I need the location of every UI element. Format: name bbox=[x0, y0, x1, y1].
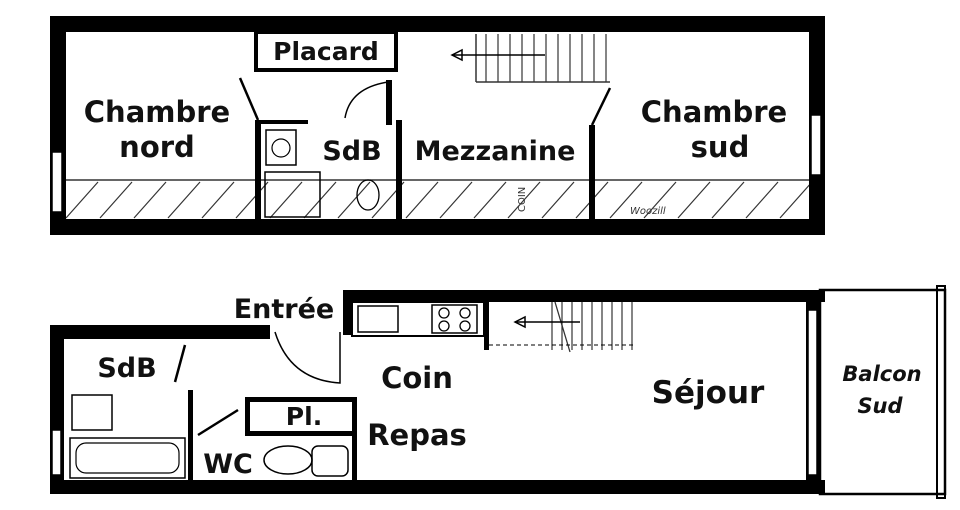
hatch-line bbox=[65, 181, 99, 219]
partition-sdb-wc bbox=[188, 390, 193, 482]
balcon-label-1: Balcon bbox=[842, 362, 921, 386]
partition-sdb-top bbox=[258, 120, 308, 124]
balcony-railing bbox=[936, 285, 946, 499]
hob-burner-icon-2 bbox=[459, 307, 471, 319]
placard-box bbox=[254, 30, 398, 72]
hatch-line bbox=[99, 181, 133, 219]
hob-burner-icon-4 bbox=[459, 320, 471, 332]
hatch-line bbox=[439, 181, 473, 219]
wc-label: WC bbox=[203, 449, 253, 480]
washbasin-lower-icon bbox=[71, 394, 113, 431]
door-chambre-nord bbox=[238, 77, 260, 121]
placard-wall-top bbox=[245, 397, 357, 402]
washbasin-icon bbox=[265, 129, 297, 166]
hatch-line bbox=[201, 181, 235, 219]
window-chambre-nord bbox=[51, 151, 63, 213]
hatch-line bbox=[779, 181, 813, 219]
placard-wall-bottom bbox=[245, 431, 357, 436]
sejour-label: Séjour bbox=[652, 375, 765, 411]
hatch-note-coin: COIN bbox=[517, 187, 528, 212]
entry-door-arc bbox=[274, 331, 341, 384]
toilet-icon-upper bbox=[356, 179, 380, 211]
hatch-line bbox=[711, 181, 745, 219]
window-chambre-sud bbox=[810, 114, 822, 176]
hatch-line bbox=[507, 181, 541, 219]
sink-icon bbox=[357, 305, 399, 333]
chambre-sud-label-1: Chambre bbox=[641, 95, 787, 129]
chambre-sud-label-2: sud bbox=[691, 130, 750, 164]
hatch-line bbox=[133, 181, 167, 219]
hob-burner-icon-3 bbox=[438, 320, 450, 332]
sloped-ceiling-hatch-upper bbox=[65, 179, 813, 219]
upper-wall-bottom bbox=[50, 219, 825, 235]
door-sdb-arc bbox=[344, 81, 389, 120]
stairs-arrow-head-lower bbox=[513, 315, 526, 329]
toilet-tank-icon bbox=[311, 445, 349, 477]
door-wc bbox=[197, 408, 239, 437]
partition-mezz-right bbox=[589, 125, 595, 220]
balcon-label-2: Sud bbox=[857, 394, 903, 418]
chambre-nord-label-1: Chambre bbox=[84, 95, 230, 129]
door-chambre-sud bbox=[590, 87, 612, 126]
hatch-line bbox=[609, 181, 643, 219]
hatch-line bbox=[167, 181, 201, 219]
lower-wall-bottom bbox=[50, 480, 825, 494]
hatch-line bbox=[405, 181, 439, 219]
stair-stringer bbox=[554, 301, 571, 353]
lower-wall-entry-post bbox=[343, 290, 351, 335]
washbasin-bowl-icon bbox=[271, 138, 291, 158]
hatch-line bbox=[745, 181, 779, 219]
hatch-note-woozill: Woozill bbox=[630, 206, 666, 217]
partition-sdb-right bbox=[396, 120, 402, 220]
hob-icon bbox=[431, 304, 478, 334]
hatch-line bbox=[473, 181, 507, 219]
coin-label: Coin bbox=[381, 361, 453, 395]
partition-sdb-left bbox=[255, 120, 261, 220]
placard-wall-left bbox=[245, 397, 250, 436]
hatch-line bbox=[677, 181, 711, 219]
upper-floor: Placard Chambre nord SdB Mezzanine Chamb… bbox=[50, 16, 825, 235]
kitchen-divider bbox=[484, 302, 489, 350]
bathtub-inner-icon bbox=[75, 442, 180, 474]
window-sejour bbox=[807, 309, 818, 476]
partition-sdb-door-post bbox=[386, 80, 392, 125]
placard-lower-label: Pl. bbox=[286, 402, 322, 431]
entree-label: Entrée bbox=[234, 294, 335, 325]
window-sdb-lower bbox=[51, 429, 62, 476]
placard-label: Placard bbox=[273, 37, 379, 66]
chambre-nord-label-2: nord bbox=[119, 130, 195, 164]
sdb-upper-label: SdB bbox=[322, 136, 381, 167]
lower-wall-top-right bbox=[343, 290, 825, 302]
balcony-outline bbox=[818, 288, 947, 496]
sdb-lower-label: SdB bbox=[97, 353, 156, 384]
door-sdb-lower bbox=[173, 344, 187, 383]
toilet-lower-icon bbox=[263, 445, 313, 475]
staircase-lower bbox=[551, 301, 633, 353]
hatch-line bbox=[269, 181, 303, 219]
hatch-line bbox=[337, 181, 371, 219]
upper-wall-top bbox=[50, 16, 825, 32]
mezzanine-label: Mezzanine bbox=[415, 136, 576, 167]
shower-icon bbox=[264, 171, 321, 218]
bathtub-icon bbox=[69, 437, 186, 479]
hob-burner-icon-1 bbox=[438, 307, 450, 319]
staircase-upper bbox=[475, 34, 610, 83]
hatch-line bbox=[541, 181, 575, 219]
partition-wc-repas bbox=[352, 400, 357, 482]
stairs-arrow-head-upper bbox=[450, 48, 463, 62]
lower-floor: Entrée SdB Pl. WC Coin Repas Séjour Balc… bbox=[50, 285, 947, 499]
hatch-line bbox=[643, 181, 677, 219]
hatch-line bbox=[235, 181, 269, 219]
lower-wall-top-left bbox=[50, 325, 270, 339]
repas-label: Repas bbox=[367, 418, 467, 452]
